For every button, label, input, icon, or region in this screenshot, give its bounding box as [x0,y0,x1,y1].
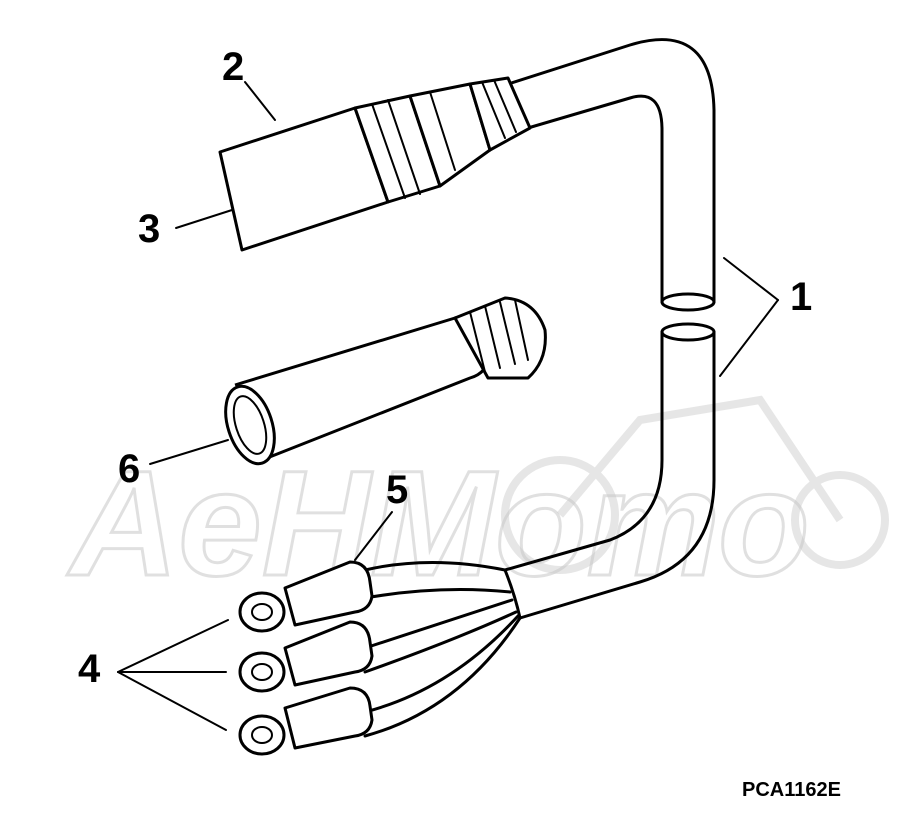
leader-5 [354,511,393,561]
figure-code: PCA1162E [742,779,841,801]
leader-1b [719,299,779,377]
watermark-text: AeHMoто [66,439,810,607]
callout-5: 5 [386,468,408,512]
sender-connector [218,76,532,252]
callout-2: 2 [222,45,244,89]
leader-4c [117,671,227,731]
rubber-boot [224,296,547,466]
cable-upper [503,38,716,312]
callout-1: 1 [790,275,812,319]
callout-6: 6 [118,447,140,491]
callout-3: 3 [138,207,160,251]
callout-4: 4 [78,647,101,691]
terminal-1 [238,560,374,633]
watermark-motorcycle-icon [501,395,889,574]
leader-lines [117,81,779,731]
cable-lower [503,322,716,620]
terminal-3 [238,686,374,756]
leader-1a [723,257,779,301]
callouts: 2 3 6 5 1 4 [78,45,812,691]
leader-2 [244,81,276,121]
leader-6 [149,439,229,465]
leader-3 [175,209,233,229]
wire-leads [238,560,522,756]
watermark: AeHMoто [65,395,889,609]
leader-4a [117,619,229,673]
terminal-2 [238,620,374,693]
